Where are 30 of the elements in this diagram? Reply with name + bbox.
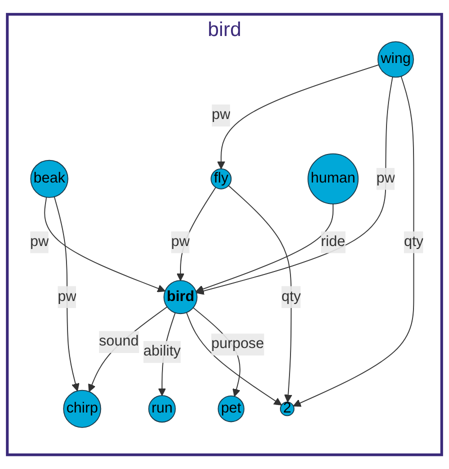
arrow [176,186,216,281]
edge-label: ability [143,344,181,360]
node-circle: 2 [280,402,294,416]
edge-label: purpose [211,336,264,352]
node-circle: chirp [63,390,102,428]
arrow [196,203,334,293]
arrow [293,76,414,407]
edge-label: pw [171,234,190,250]
edge-label: qty [281,288,301,304]
edge-label: pw [212,107,230,123]
edge-label: qty [404,234,424,250]
node-circle: beak [30,160,68,198]
arrow [44,196,166,292]
arrow [88,306,168,392]
node-circle: fly [210,168,232,190]
edge-label: pw [58,288,76,304]
edge-label: sound [98,334,139,350]
arrow [54,196,80,392]
edge-label: pw [376,170,396,186]
arrow [217,64,380,170]
node-circle: human [308,153,359,204]
edge-label: pw [30,234,49,250]
node-circle: bird [164,280,198,314]
node-circle: wing [378,41,414,78]
arrow [228,185,292,402]
edge-label: ride [320,234,346,250]
node-circle: pet [218,395,244,422]
arrow [196,76,394,295]
arrow [186,312,282,406]
node-circle: run [148,395,176,423]
